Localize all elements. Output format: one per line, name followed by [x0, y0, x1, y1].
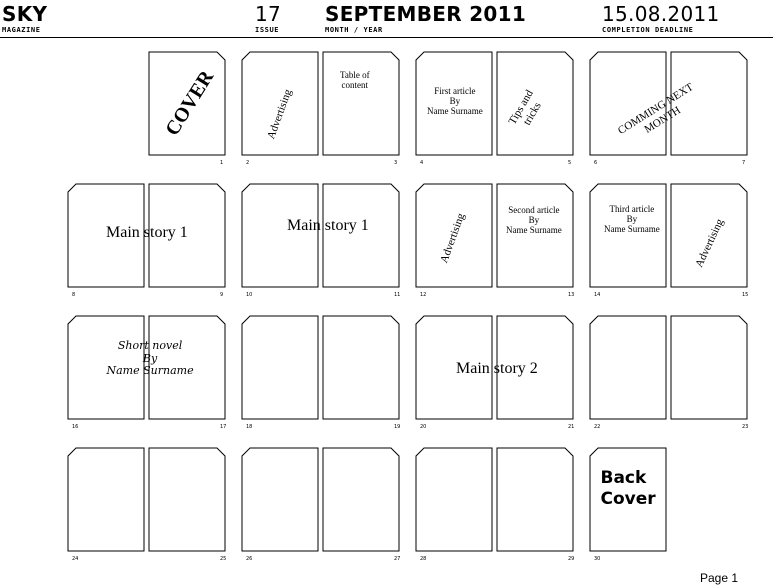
- page-outline: [496, 183, 574, 288]
- page-outline: [241, 315, 319, 420]
- page-label-tips: Tips and tricks: [506, 87, 544, 127]
- page-outline: [322, 51, 400, 156]
- page-label-first-article: First article By Name Surname: [427, 85, 483, 117]
- page-number: 1: [220, 160, 224, 166]
- page-number: 25: [220, 556, 227, 562]
- month-year: SEPTEMBER 2011: [325, 2, 527, 26]
- page-number: 23: [742, 424, 749, 430]
- page-number: 22: [594, 424, 601, 430]
- page-number: 5: [568, 160, 572, 166]
- page-number: 30: [594, 556, 601, 562]
- page-number: 13: [568, 292, 575, 298]
- page-label-third-article: Third article By Name Surname: [604, 203, 660, 235]
- page-number: 11: [394, 292, 401, 298]
- page-number: 16: [72, 424, 79, 430]
- page-number: 12: [420, 292, 427, 298]
- completion-deadline-label: COMPLETION DEADLINE: [602, 26, 694, 34]
- page-number: 20: [420, 424, 427, 430]
- page-outline: [589, 315, 667, 420]
- page-label-second-article: Second article By Name Surname: [506, 204, 562, 236]
- magazine-label: MAGAZINE: [2, 26, 41, 34]
- page-footer: Page 1: [700, 571, 739, 585]
- page-number: 10: [246, 292, 253, 298]
- page-outline: [148, 447, 226, 552]
- page-outline: [415, 447, 493, 552]
- page-label-advertising: Advertising: [265, 87, 295, 141]
- issue-label: ISSUE: [255, 26, 280, 34]
- page-outline: [67, 447, 145, 552]
- page-outline: [589, 183, 667, 288]
- page-label-main-story-1: Main story 1: [287, 217, 369, 234]
- header: SKY MAGAZINE 17 ISSUE SEPTEMBER 2011 MON…: [0, 0, 773, 40]
- completion-deadline: 15.08.2011: [602, 2, 720, 26]
- header-rule: [0, 37, 773, 38]
- page-outline: [670, 315, 748, 420]
- page-number: 27: [394, 556, 401, 562]
- page-label-short-novel: Short novel By Name Surname: [106, 339, 194, 378]
- page-number: 29: [568, 556, 575, 562]
- page-label-main-story-2: Main story 2: [456, 360, 538, 377]
- page-number: 18: [246, 424, 253, 430]
- page-label-advertising: Advertising: [693, 216, 727, 269]
- page-number: 21: [568, 424, 575, 430]
- page-label-coming-next: COMMING NEXT MONTH: [615, 80, 696, 137]
- page-outline: [241, 447, 319, 552]
- page-outline: [322, 315, 400, 420]
- page-outline: [241, 183, 319, 288]
- magazine-name: SKY: [2, 2, 48, 26]
- issue-number: 17: [255, 2, 282, 26]
- page-number: 3: [394, 160, 398, 166]
- page-number: 26: [246, 556, 253, 562]
- page-number: 14: [594, 292, 601, 298]
- page-outline: [322, 447, 400, 552]
- page-outline: [322, 183, 400, 288]
- page-number: 8: [72, 292, 76, 298]
- page-number: 28: [420, 556, 427, 562]
- page-number: 9: [220, 292, 224, 298]
- page-number: 24: [72, 556, 79, 562]
- page-label-advertising: Advertising: [438, 211, 468, 265]
- page-label-toc: Table of content: [340, 69, 370, 90]
- page-number: 15: [742, 292, 749, 298]
- page-number: 2: [246, 160, 250, 166]
- page-number: 7: [742, 160, 746, 166]
- page-number: 6: [594, 160, 598, 166]
- month-year-label: MONTH / YEAR: [325, 26, 383, 34]
- page-number: 17: [220, 424, 227, 430]
- page-outline: [496, 447, 574, 552]
- page-number: 19: [394, 424, 401, 430]
- page-label-cover: COVER: [161, 66, 219, 140]
- page-label-main-story-1: Main story 1: [106, 224, 188, 241]
- page-label-back-cover: Back Cover: [600, 467, 656, 509]
- page-number: 4: [420, 160, 424, 166]
